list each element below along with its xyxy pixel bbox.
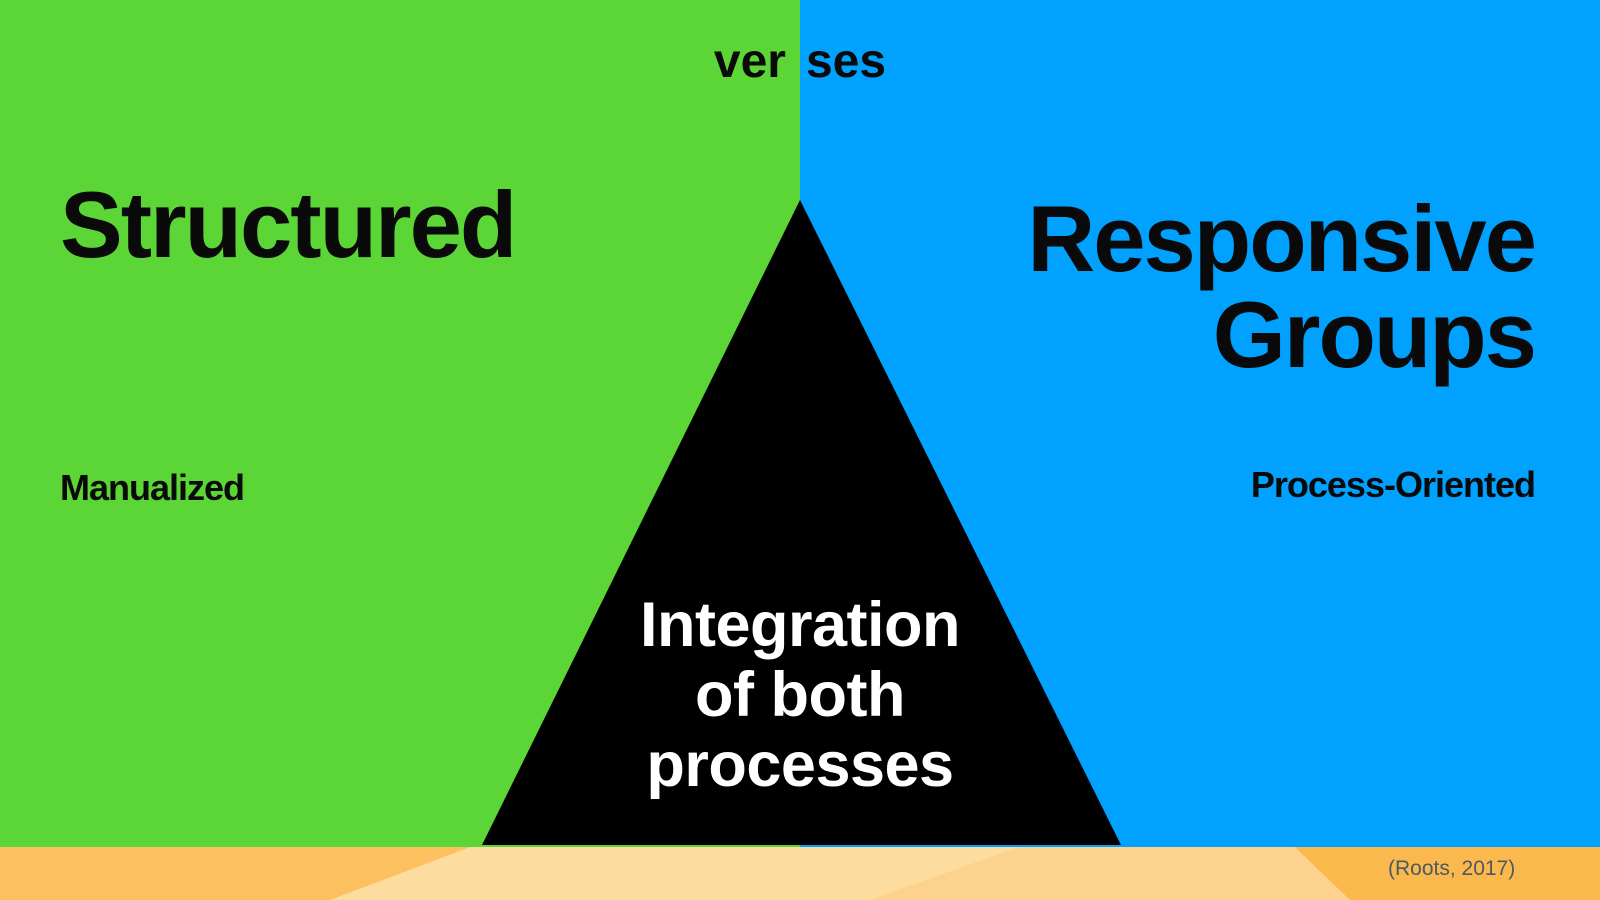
footer-light-wedge [870, 847, 1350, 900]
left-panel-title: Structured [60, 172, 517, 277]
right-panel-title: Responsive Groups [1027, 186, 1537, 387]
versus-right-fragment: ses [805, 35, 887, 88]
footer-band [0, 847, 1600, 900]
left-panel-subtitle: Manualized [60, 467, 245, 508]
footer-accent-shapes [330, 847, 1600, 900]
citation: (Roots, 2017) [1388, 857, 1516, 880]
footer-right-wedge [1295, 847, 1600, 900]
triangle-shape [482, 200, 1121, 845]
triangle-label: Integration of both processes [640, 590, 961, 800]
footer-lighter-wedge [330, 847, 1020, 900]
right-panel-subtitle: Process-Oriented [1250, 464, 1536, 505]
versus-left-fragment: ver [713, 35, 786, 88]
versus-text: ver ses [0, 38, 1600, 86]
